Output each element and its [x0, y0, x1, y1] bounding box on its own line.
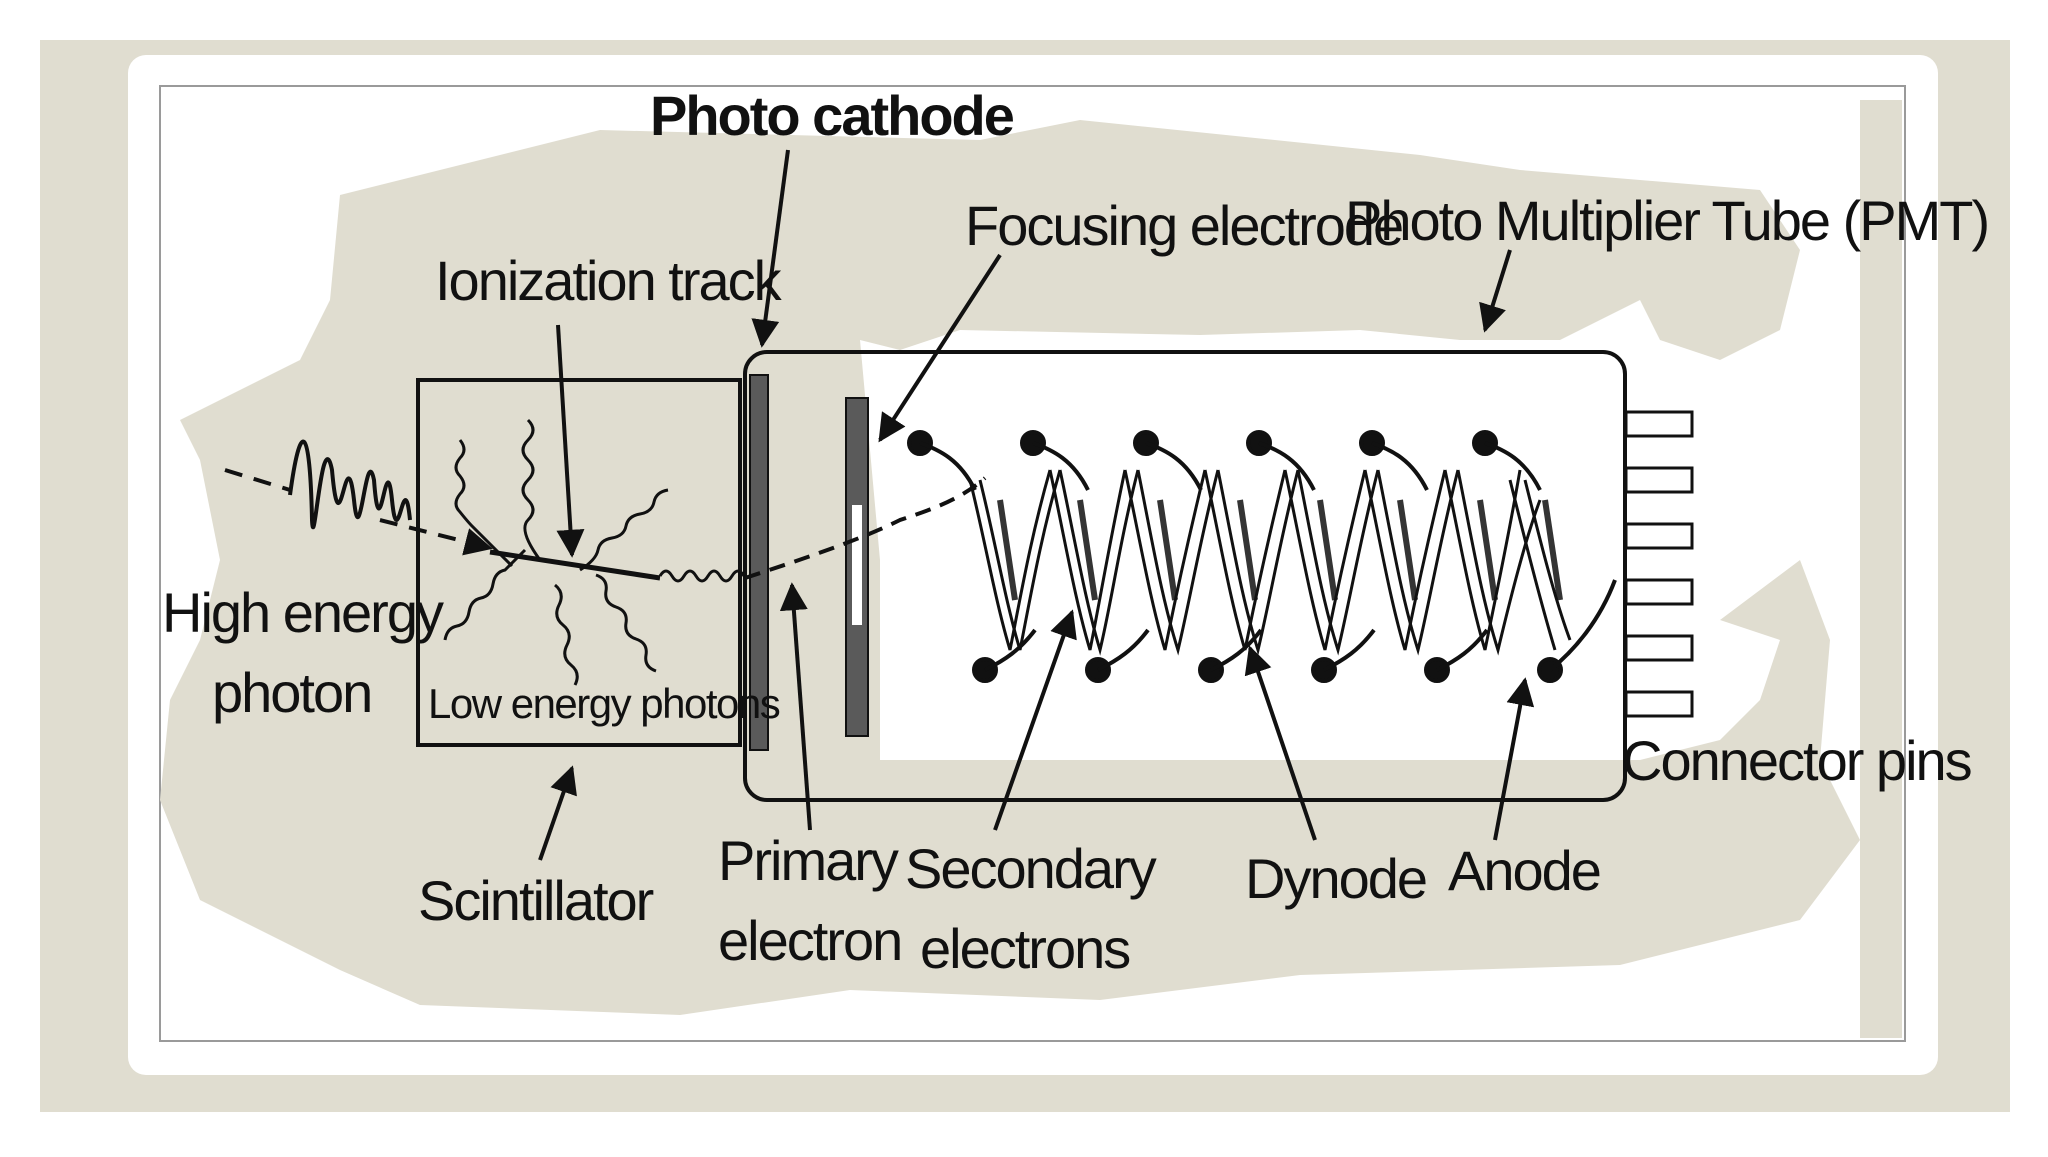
arrow-dynode	[1244, 645, 1317, 841]
label-high-energy-photon-line1: High energy	[162, 581, 444, 644]
label-scintillator: Scintillator	[418, 869, 654, 932]
cascade-shading	[997, 499, 1563, 601]
high-energy-photon-wave	[224, 439, 493, 556]
label-photo-cathode: Photo cathode	[650, 84, 1014, 147]
background-mask	[160, 120, 1860, 1015]
right-beige-strip	[1860, 100, 1902, 1038]
focusing-electrode-aperture	[852, 505, 862, 625]
annotation-arrows	[538, 149, 1535, 861]
primary-electron-path	[744, 476, 987, 580]
label-secondary-electrons-line1: Secondary	[905, 837, 1157, 900]
arrow-photo-cathode	[751, 149, 790, 348]
arrow-ionization-track	[556, 324, 585, 558]
label-primary-electron-line2: electron	[718, 909, 901, 972]
label-anode: Anode	[1448, 839, 1600, 902]
low-energy-photons	[443, 418, 746, 686]
label-focusing-electrode: Focusing electrode	[965, 194, 1402, 257]
arrow-scintillator	[538, 765, 577, 861]
inner-border	[159, 85, 1906, 1042]
label-secondary-electrons-line2: electrons	[920, 917, 1129, 980]
scintillator-box	[416, 378, 742, 747]
label-primary-electron-line1: Primary	[718, 829, 899, 892]
label-ionization-track: Ionization track	[435, 249, 783, 312]
label-dynode: Dynode	[1245, 847, 1426, 910]
arrow-anode	[1493, 677, 1535, 841]
secondary-electron-cascade	[968, 469, 1572, 656]
label-low-energy-photons: Low energy photons	[428, 680, 780, 727]
label-pmt: Photo Multiplier Tube (PMT)	[1345, 189, 1988, 252]
arrow-secondary-electrons	[993, 609, 1077, 831]
label-high-energy-photon-line2: photon	[212, 661, 371, 724]
arrow-pmt	[1479, 249, 1512, 333]
arrow-primary-electron	[779, 582, 812, 831]
dynodes	[907, 430, 1617, 683]
label-connector-pins: Connector pins	[1622, 729, 1971, 792]
connector-pins	[1624, 410, 1694, 718]
arrow-focusing-electrode	[878, 253, 1002, 443]
photo-cathode-plate	[749, 374, 769, 751]
